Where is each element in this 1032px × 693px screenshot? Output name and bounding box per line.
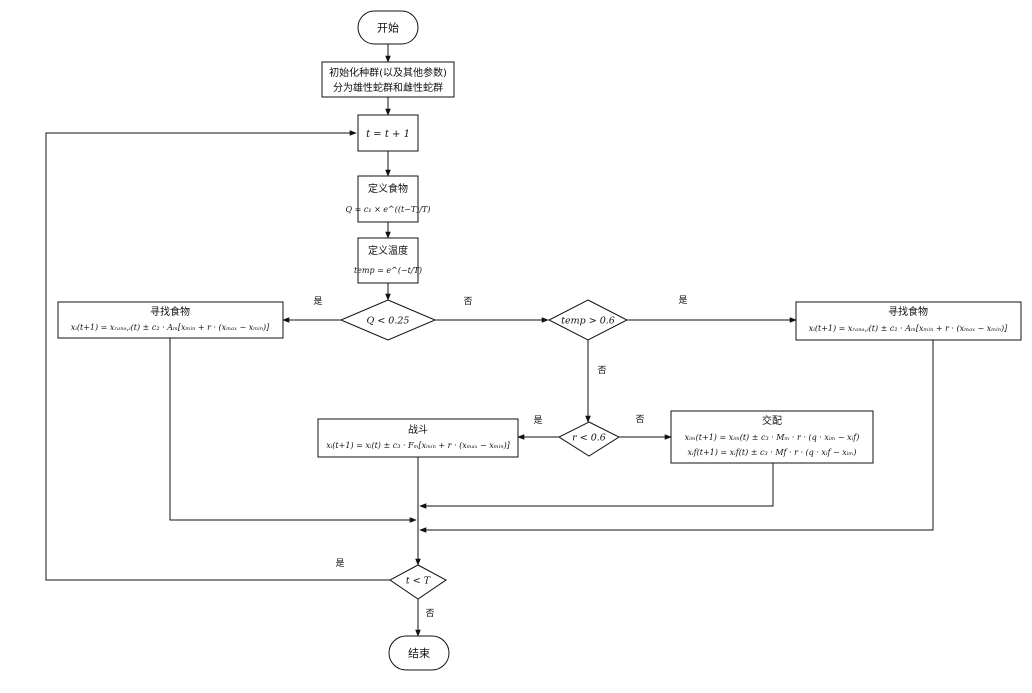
edge-searchleft-merge (169, 338, 417, 523)
increment-label: t = t + 1 (366, 129, 410, 140)
r-no-label: 否 (635, 414, 644, 425)
t-check-label: t < T (406, 576, 431, 587)
edges (45, 44, 934, 637)
init-line1: 初始化种群(以及其他参数) (329, 66, 447, 79)
food-title: 定义食物 (368, 182, 408, 195)
temp-no-label: 否 (597, 365, 606, 376)
mate-formula2: xᵢf(t+1) = xᵢf(t) ± c₃ · Mf · r · (q · x… (688, 448, 857, 457)
end-node: 结束 (388, 635, 450, 671)
search-right-formula: xᵢ(t+1) = xᵣₐₙₔ,ᵢ(t) ± c₂ · Aₘ[xₘᵢₙ + r … (809, 324, 1008, 333)
temp-formula: temp = e^(−t/T) (354, 266, 422, 275)
edge-searchright-merge (419, 340, 934, 533)
init-node: 初始化种群(以及其他参数) 分为雄性蛇群和雌性蛇群 (321, 61, 455, 98)
edge-labels: 是 否 是 否 是 否 是 否 (313, 295, 687, 619)
start-node: 开始 (357, 10, 419, 45)
t-no-label: 否 (425, 608, 434, 619)
search-food-left-node: 寻找食物 xᵢ(t+1) = xᵣₐₙₔ,ᵢ(t) ± c₂ · Aₘ[xₘᵢₙ… (57, 301, 284, 339)
temp-check-label: temp > 0.6 (561, 316, 615, 327)
food-formula: Q = c₁ × e^((t−T)/T) (345, 205, 430, 214)
mate-node: 交配 xᵢₘ(t+1) = xᵢₘ(t) ± c₃ · Mₘ · r · (q … (670, 410, 874, 464)
q-check-decision: Q < 0.25 (339, 299, 437, 341)
q-no-label: 否 (463, 296, 472, 307)
edge-mate-merge (419, 463, 774, 509)
fight-title: 战斗 (408, 424, 428, 436)
temp-check-decision: temp > 0.6 (547, 299, 629, 341)
search-right-title: 寻找食物 (888, 305, 928, 318)
q-check-label: Q < 0.25 (367, 316, 410, 327)
r-yes-label: 是 (533, 415, 542, 426)
temp-yes-label: 是 (678, 295, 687, 306)
edge-tcheck-loop (45, 130, 390, 581)
q-yes-label: 是 (313, 296, 322, 307)
mate-formula1: xᵢₘ(t+1) = xᵢₘ(t) ± c₃ · Mₘ · r · (q · x… (685, 433, 860, 442)
fight-node: 战斗 xᵢ(t+1) = xᵢ(t) ± c₃ · Fₘ[xₘᵢₙ + r · … (317, 418, 519, 458)
r-check-decision: r < 0.6 (557, 421, 621, 457)
search-food-right-node: 寻找食物 xᵢ(t+1) = xᵣₐₙₔ,ᵢ(t) ± c₂ · Aₘ[xₘᵢₙ… (795, 301, 1022, 341)
init-line2: 分为雄性蛇群和雌性蛇群 (333, 81, 443, 94)
r-check-label: r < 0.6 (572, 433, 606, 444)
end-label: 结束 (408, 647, 430, 660)
fight-formula: xᵢ(t+1) = xᵢ(t) ± c₃ · Fₘ[xₘᵢₙ + r · (xₘ… (326, 441, 510, 450)
t-check-decision: t < T (389, 564, 447, 600)
temp-title: 定义温度 (368, 244, 408, 257)
temp-node: 定义温度 temp = e^(−t/T) (354, 237, 422, 284)
increment-node: t = t + 1 (357, 114, 419, 152)
search-left-title: 寻找食物 (150, 305, 190, 318)
mate-title: 交配 (762, 414, 782, 427)
t-yes-label: 是 (335, 558, 344, 569)
search-left-formula: xᵢ(t+1) = xᵣₐₙₔ,ᵢ(t) ± c₂ · Aₘ[xₘᵢₙ + r … (71, 323, 270, 332)
start-label: 开始 (377, 21, 399, 35)
food-node: 定义食物 Q = c₁ × e^((t−T)/T) (345, 175, 431, 223)
